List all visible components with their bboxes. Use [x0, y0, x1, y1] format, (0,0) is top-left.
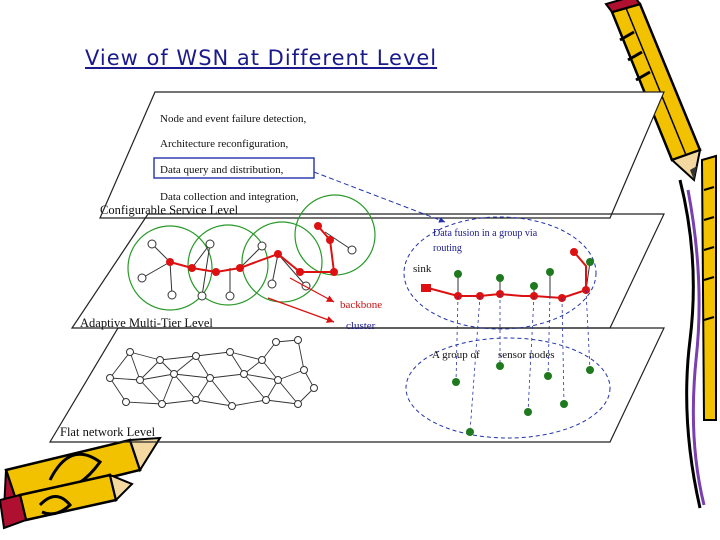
- cluster-label: cluster: [346, 320, 376, 332]
- level-label-adaptive: Adaptive Multi-Tier Level: [80, 316, 213, 330]
- vertical-projection-lines: [455, 289, 591, 433]
- backbone-path: [169, 225, 336, 274]
- highlight-box: [153, 157, 315, 179]
- backbone-label: backbone: [340, 299, 382, 311]
- sensor-group-ellipse: [405, 337, 611, 439]
- function-architecture-reconfiguration: Architecture reconfiguration,: [160, 138, 289, 150]
- dashed-pointer-line: [313, 171, 446, 223]
- fusion-group-ellipse: [403, 216, 597, 330]
- pencil-icon-top-right: [604, 0, 717, 509]
- flat-sensor-nodes: [452, 362, 594, 436]
- backbone-arrow: [289, 277, 335, 303]
- plane-service-level: [99, 91, 665, 219]
- fusion-sensor-nodes: [454, 258, 594, 290]
- flat-mesh-edges: [109, 339, 315, 407]
- fusion-label-line1: Data fusion in a group via: [433, 228, 538, 239]
- sink-label: sink: [413, 263, 432, 275]
- sensor-nodes-label: sensor nodes: [498, 349, 555, 361]
- flat-mesh-nodes: [106, 336, 318, 410]
- level-label-flat: Flat network Level: [60, 425, 156, 439]
- function-failure-detection: Node and event failure detection,: [160, 113, 307, 125]
- level-label-service: Configurable Service Level: [100, 203, 239, 217]
- cluster-edges: [141, 231, 353, 297]
- cluster-nodes: [137, 239, 357, 301]
- function-data-collection: Data collection and integration,: [160, 191, 299, 203]
- fusion-route-nodes: [454, 248, 590, 302]
- fusion-green-edges: [457, 261, 591, 296]
- fusion-label-line2: routing: [433, 243, 462, 254]
- slide-title: View of WSN at Different Level: [85, 46, 438, 70]
- pencil-icon-bottom-left: [0, 436, 162, 530]
- cluster-arrow: [267, 297, 335, 323]
- backbone-nodes: [166, 222, 338, 276]
- sink-node: [421, 284, 431, 292]
- plane-flat-level: [48, 327, 665, 443]
- function-data-query: Data query and distribution,: [160, 164, 284, 176]
- group-label: A group of: [432, 349, 480, 361]
- fusion-route: [427, 251, 587, 300]
